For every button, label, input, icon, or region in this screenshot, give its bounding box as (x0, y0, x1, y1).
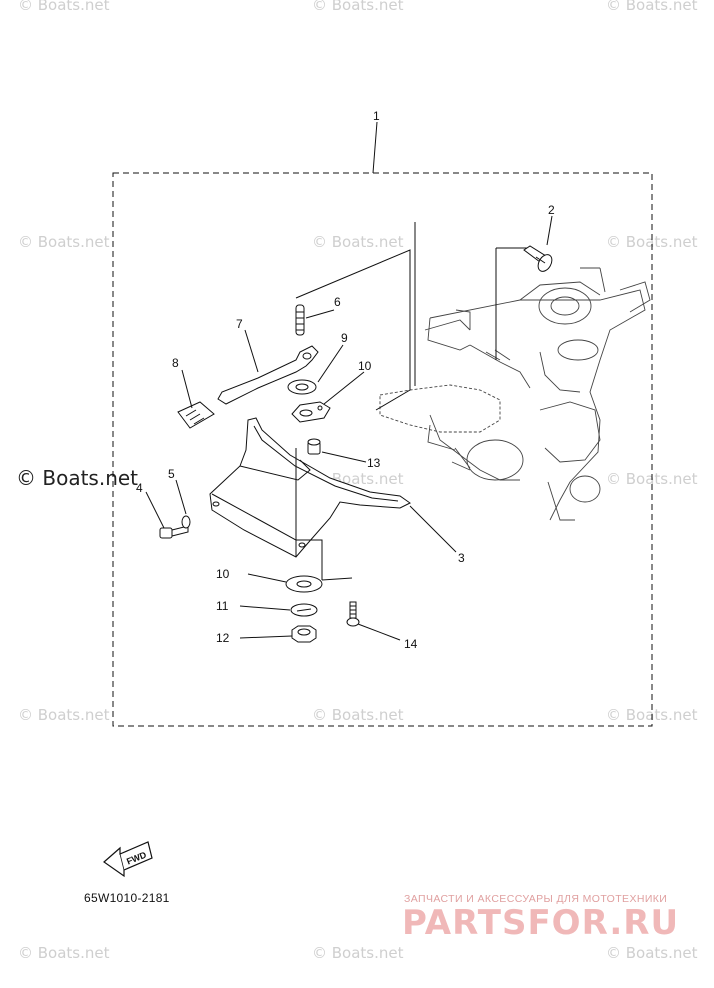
watermark: © Boats.net (18, 0, 110, 14)
part-3-bracket (209, 417, 411, 558)
fwd-arrow-icon: FWD (103, 841, 153, 878)
part-7-lever (217, 345, 319, 405)
part-11-washer (290, 603, 318, 617)
watermark: © Boats.net (606, 233, 698, 251)
part-14-screw (346, 601, 360, 627)
watermark: © Boats.net (606, 0, 698, 14)
part-10-plate-upper (291, 401, 331, 423)
assembly-boundary (112, 172, 653, 727)
promo-brand-logo: PARTSFOR.RU (402, 903, 680, 943)
callout-10-upper: 10 (358, 359, 372, 373)
watermark: © Boats.net (312, 706, 404, 724)
callout-7: 7 (236, 317, 243, 331)
callout-11: 11 (216, 599, 229, 613)
watermark: © Boats.net (18, 233, 110, 251)
callout-12: 12 (216, 631, 230, 645)
callout-13: 13 (367, 456, 381, 470)
watermark: © Boats.net (312, 944, 404, 962)
watermark: © Boats.net (606, 944, 698, 962)
callout-3: 3 (458, 551, 465, 565)
part-4-bolt (159, 525, 189, 539)
callout-6: 6 (334, 295, 341, 309)
part-2-grease-nipple (523, 245, 553, 272)
callout-10-lower: 10 (216, 567, 230, 581)
callout-9: 9 (341, 331, 348, 345)
part-6-bolt (295, 304, 305, 336)
callout-4: 4 (136, 481, 143, 495)
part-13-collar (307, 438, 321, 455)
promo-tagline: ЗАПЧАСТИ И АКСЕССУАРЫ ДЛЯ МОТОТЕХНИКИ (404, 893, 668, 905)
watermark: © Boats.net (18, 706, 110, 724)
part-5-washer (181, 515, 191, 529)
part-9-washer (287, 379, 317, 395)
bracket-housing (379, 267, 651, 521)
callout-14: 14 (404, 637, 418, 651)
watermark: © Boats.net (18, 944, 110, 962)
callout-8: 8 (172, 356, 179, 370)
diagram-code: 65W1010-2181 (84, 891, 170, 905)
part-10-plate-lower (285, 575, 323, 593)
part-8-grip (177, 401, 215, 429)
watermark-dark: © Boats.net (16, 466, 139, 490)
part-12-nut (291, 625, 317, 643)
callout-2: 2 (548, 203, 555, 217)
watermark: © Boats.net (312, 233, 404, 251)
callout-5: 5 (168, 467, 175, 481)
watermark: © Boats.net (312, 0, 404, 14)
callout-1: 1 (373, 109, 380, 123)
